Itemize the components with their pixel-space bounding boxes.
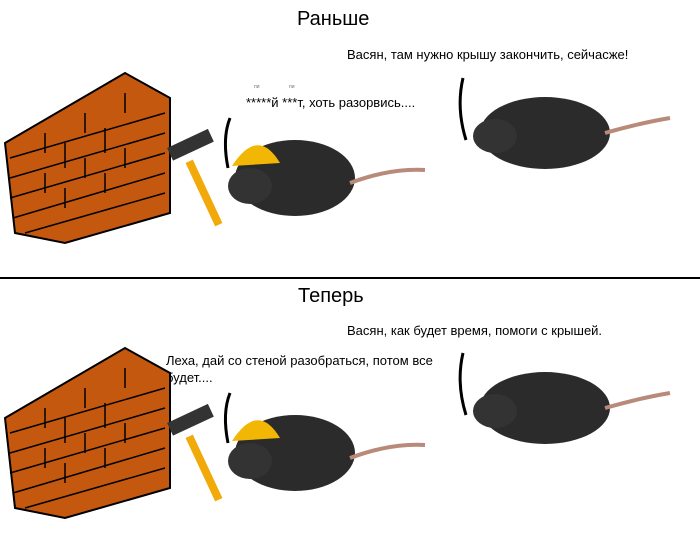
brick-wall [3,346,171,520]
speech-line [458,352,468,416]
worker-speech-before: *****й ***т, хоть разорвись.... [246,95,416,110]
boss-rat [473,372,671,444]
brick-wall [3,71,171,245]
hammer-icon [167,403,223,502]
hammer-icon [167,128,223,227]
panel-divider [0,277,700,279]
speech-line [458,77,468,141]
boss-rat [473,97,671,169]
speech-line [223,392,232,444]
boss-speech-now: Васян, как будет время, помоги с крышей. [347,323,603,338]
panel-title-now: Теперь [298,285,364,307]
scene-before [3,71,671,245]
speech-line [223,117,232,169]
scene-now [3,346,671,520]
worker-rat [228,140,426,216]
worker-rat [228,415,426,491]
boss-speech-before: Васян, там нужно крышу закончить, сейчас… [347,47,629,62]
censor-mark: пи [289,84,295,90]
worker-speech-now: Леха, дай со стеной разобраться, потом в… [166,353,433,385]
censor-mark: пи [254,84,260,90]
panel-title-before: Раньше [297,8,370,30]
